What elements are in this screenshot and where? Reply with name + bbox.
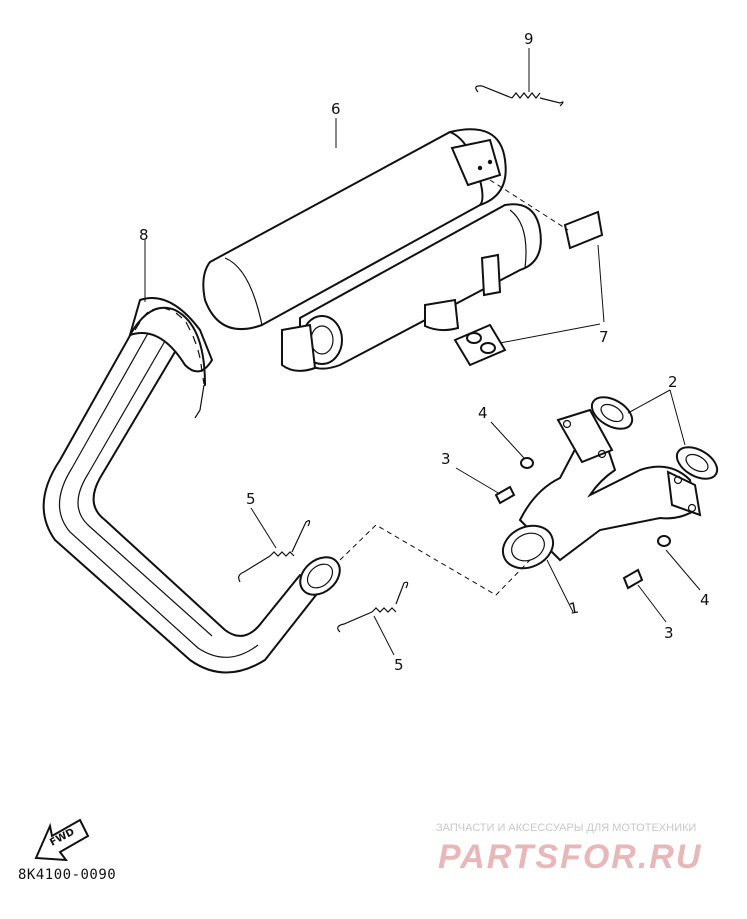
callout-5a: 5	[246, 490, 256, 508]
callout-4a: 4	[478, 404, 488, 422]
exhaust-pipe	[42, 297, 341, 674]
callout-1: 1	[568, 599, 581, 618]
callout-3a: 3	[441, 450, 451, 468]
callout-4b: 4	[700, 591, 710, 609]
manifold	[501, 408, 702, 570]
callout-8: 8	[139, 226, 149, 244]
muffler	[202, 128, 604, 372]
callout-numbers: 1 2 3 3 4 4 5 5 6 7 8 9	[139, 30, 710, 674]
watermark-logo: PARTSFOR.RU	[438, 838, 702, 876]
watermark-logo-text: PARTSFOR.RU	[438, 838, 702, 876]
springs	[238, 85, 564, 633]
fwd-arrow: FWD	[34, 818, 90, 862]
callout-5b: 5	[394, 656, 404, 674]
nuts	[520, 457, 671, 547]
callout-7: 7	[599, 328, 609, 346]
callout-2: 2	[668, 373, 678, 391]
coil-wrap	[129, 306, 206, 419]
watermark-tagline: ЗАПЧАСТИ И АКСЕССУАРЫ ДЛЯ МОТОТЕХНИКИ	[436, 822, 697, 834]
leaders	[144, 48, 701, 656]
bolts	[494, 485, 644, 590]
callout-3b: 3	[664, 624, 674, 642]
gaskets	[590, 396, 719, 480]
diagram-code: 8K4100-0090	[18, 867, 117, 883]
callout-6: 6	[331, 100, 341, 118]
callout-9: 9	[524, 30, 534, 48]
